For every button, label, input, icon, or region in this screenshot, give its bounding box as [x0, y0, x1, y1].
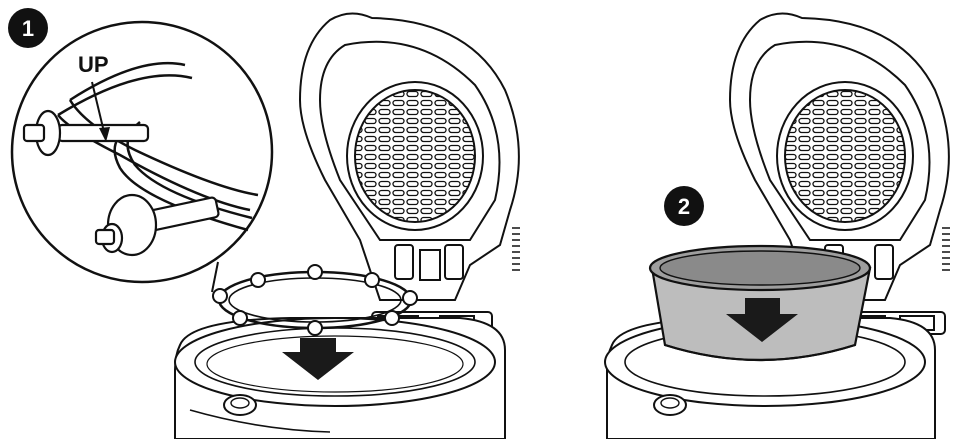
- filter-grill: [355, 90, 475, 222]
- lid-vents-right: [942, 228, 950, 270]
- step-1-badge: 1: [8, 8, 48, 48]
- step-2-number: 2: [678, 194, 690, 219]
- right-fryer-illustration: [605, 13, 950, 439]
- base-knob-cap: [231, 398, 249, 408]
- up-label: UP: [78, 52, 109, 77]
- zoom-callout: UP: [12, 22, 272, 292]
- bowl-opening: [660, 251, 860, 285]
- step-2-badge: 2: [664, 186, 704, 226]
- lid-vents: [512, 228, 520, 270]
- hinge-right: [445, 245, 463, 279]
- filter-grill-right: [785, 90, 905, 222]
- hinge-left: [395, 245, 413, 279]
- hinge-center: [420, 250, 440, 280]
- step-1-number: 1: [22, 16, 34, 41]
